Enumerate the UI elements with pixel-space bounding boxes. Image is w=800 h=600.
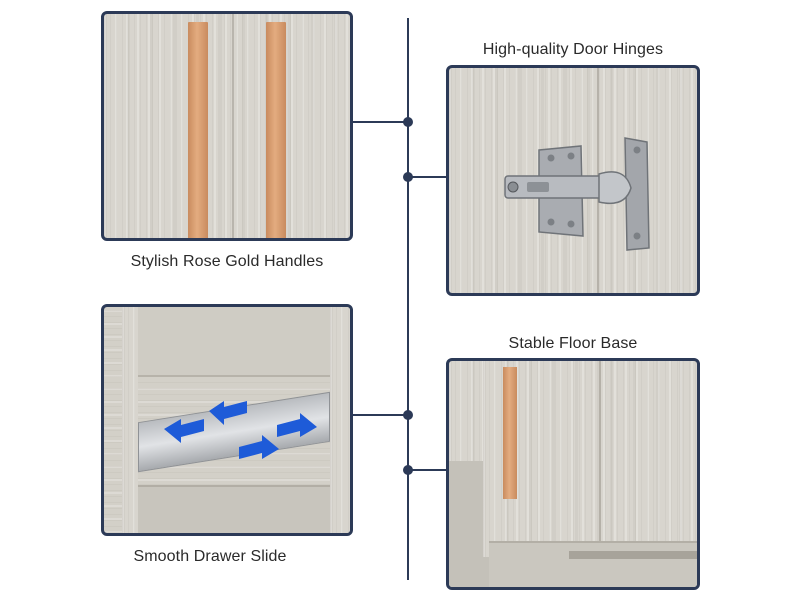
cabinet-interior <box>449 461 489 587</box>
connector-handles <box>352 121 408 123</box>
connector-spine <box>407 18 409 580</box>
floor-base-shadow <box>569 551 697 559</box>
connector-dot-handles <box>403 117 413 127</box>
handles-panel <box>101 11 353 241</box>
slide-arrows-icon <box>164 401 317 459</box>
drawer-bottom-board <box>138 485 330 533</box>
handles-caption: Stylish Rose Gold Handles <box>130 253 324 270</box>
drawer-caption: Smooth Drawer Slide <box>133 548 287 565</box>
cabinet-door <box>483 361 601 557</box>
hinge-icon <box>504 137 650 251</box>
floor-base-plinth <box>489 541 697 587</box>
drawer-panel <box>101 304 353 536</box>
door-gap <box>232 14 234 238</box>
connector-hinges <box>408 176 448 178</box>
handle-left <box>188 22 208 238</box>
base-caption: Stable Floor Base <box>508 335 638 352</box>
connector-drawer <box>352 414 408 416</box>
hinges-caption: High-quality Door Hinges <box>482 41 664 58</box>
connector-dot-drawer <box>403 410 413 420</box>
connector-dot-base <box>403 465 413 475</box>
drawer-top-board <box>138 307 330 377</box>
door-handle <box>503 367 517 499</box>
connector-base <box>408 469 448 471</box>
connector-dot-hinges <box>403 172 413 182</box>
hinges-panel <box>446 65 700 296</box>
base-panel <box>446 358 700 590</box>
handle-right <box>266 22 286 238</box>
cabinet-post-left <box>122 307 138 533</box>
cabinet-post-right <box>330 307 350 533</box>
